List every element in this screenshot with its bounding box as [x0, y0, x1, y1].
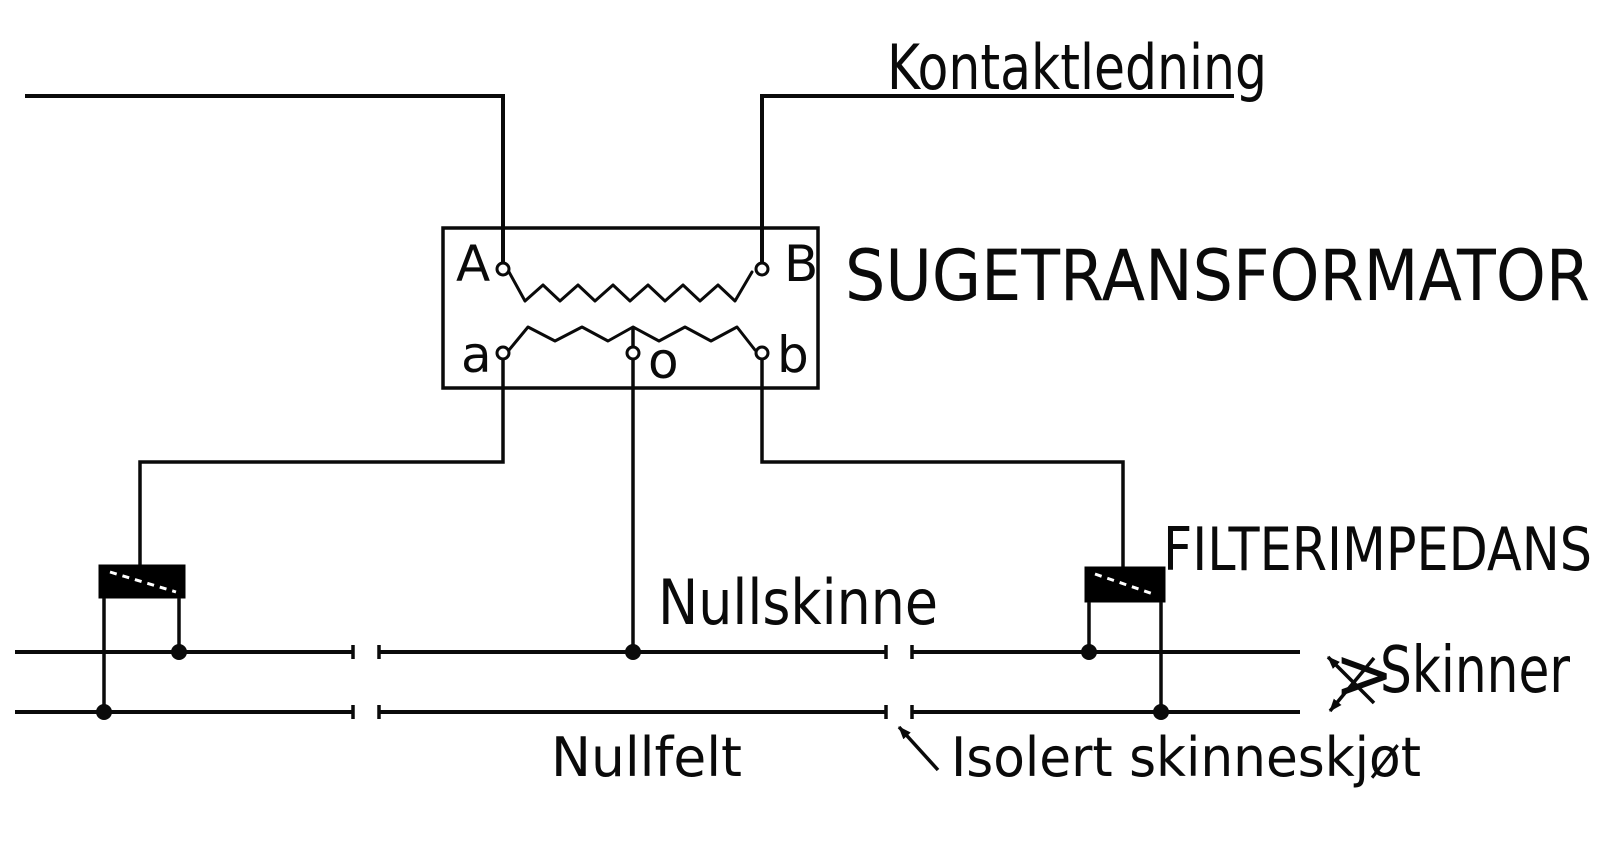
wire-a-to-left-impedance: [138, 360, 505, 565]
impedance-slash-right: [1094, 572, 1157, 597]
contact-line-wires: [25, 94, 1234, 263]
rails: [15, 645, 1300, 719]
rails-arrow-up: [1326, 655, 1376, 705]
rails-callout: > Skinner: [1326, 632, 1571, 716]
contact-line-label: Kontaktledning: [887, 31, 1267, 104]
neutral-section-label: Nullfelt: [551, 726, 742, 789]
impedance-body-left: [98, 564, 186, 599]
filter-impedance-left: [98, 564, 186, 712]
rails-arrow-down: [1328, 656, 1376, 713]
terminal-circle-a: [495, 345, 511, 361]
terminal-circle-A: [495, 261, 511, 277]
terminal-label-o: o: [648, 332, 679, 390]
junction-dot: [96, 704, 112, 720]
filter-impedance-right: [1084, 566, 1166, 712]
rails-label: Skinner: [1380, 634, 1571, 708]
junction-dot: [1081, 644, 1097, 660]
secondary-wires: [138, 359, 1125, 652]
insulated-joint-callout: Isolert skinneskjøt: [897, 725, 1421, 789]
terminal-label-a: a: [461, 326, 492, 384]
junction-dot: [1153, 704, 1169, 720]
transformer-box: [441, 226, 820, 390]
wire-b-to-right-impedance: [760, 360, 1125, 567]
terminal-circle-o: [625, 345, 641, 361]
terminal-circle-b: [754, 345, 770, 361]
primary-winding: [507, 270, 754, 303]
insulated-joint-arrow: [897, 725, 940, 772]
terminal-label-b: b: [777, 326, 809, 384]
neutral-rail-label: Nullskinne: [658, 566, 938, 639]
impedance-slash-left: [109, 570, 177, 594]
terminal-label-A: A: [456, 235, 490, 293]
junction-dot: [625, 644, 641, 660]
booster-transformer: A B a o b: [441, 226, 820, 390]
rails-chevron: >: [1334, 632, 1394, 716]
junction-dots: [96, 644, 1169, 720]
transformer-label: SUGETRANSFORMATOR: [845, 235, 1590, 317]
junction-dot: [171, 644, 187, 660]
filter-impedance-label: FILTERIMPEDANS: [1163, 515, 1592, 585]
insulated-joint-ticks: [351, 645, 914, 719]
terminal-circle-B: [754, 261, 770, 277]
terminal-label-B: B: [784, 235, 818, 293]
insulated-joint-label: Isolert skinneskjøt: [951, 726, 1421, 789]
